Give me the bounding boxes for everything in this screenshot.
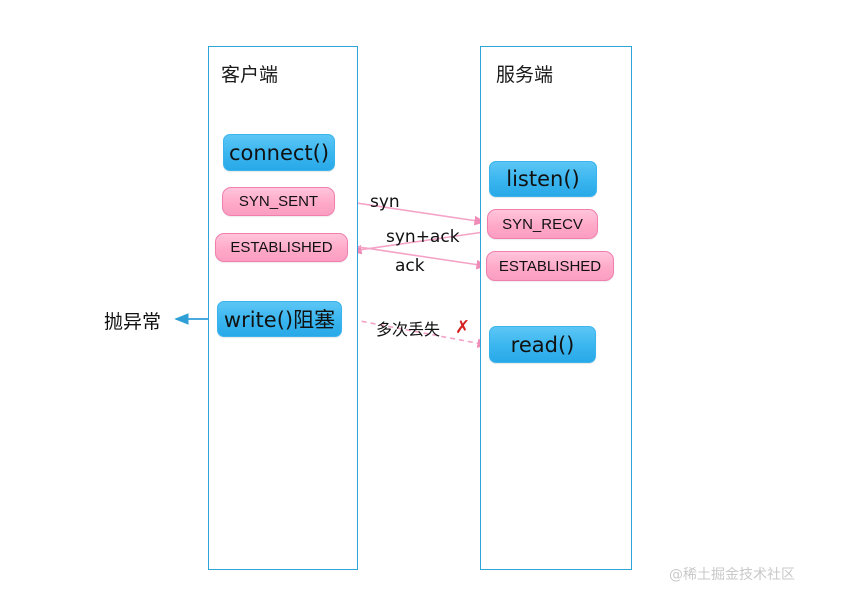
edge-syn-line <box>335 199 486 226</box>
edge-syn-ack-line <box>350 231 485 255</box>
watermark: @稀土掘金技术社区 <box>669 567 795 583</box>
client-lane-title: 客户端 <box>221 64 279 86</box>
client-node-write[interactable]: write()阻塞 <box>217 301 342 337</box>
server-lane <box>480 46 632 570</box>
server-node-syn-recv[interactable]: SYN_RECV <box>487 209 598 239</box>
client-node-syn-sent[interactable]: SYN_SENT <box>222 187 335 216</box>
edge-label-syn-ack: syn+ack <box>386 227 460 247</box>
exception-label: 抛异常 <box>104 311 162 333</box>
server-node-read[interactable]: read() <box>489 326 596 363</box>
loss-cross-icon: ✗ <box>455 317 471 338</box>
edge-label-ack: ack <box>395 256 425 276</box>
edge-label-syn: syn <box>370 192 400 212</box>
server-node-established[interactable]: ESTABLISHED <box>486 251 614 281</box>
server-node-listen[interactable]: listen() <box>489 161 597 197</box>
client-node-established[interactable]: ESTABLISHED <box>215 233 348 262</box>
edge-ack-line <box>351 245 488 270</box>
client-node-connect[interactable]: connect() <box>223 134 335 171</box>
edge-loss-line <box>343 317 489 348</box>
edge-label-loss: 多次丢失 <box>376 320 441 339</box>
server-lane-title: 服务端 <box>496 64 554 86</box>
